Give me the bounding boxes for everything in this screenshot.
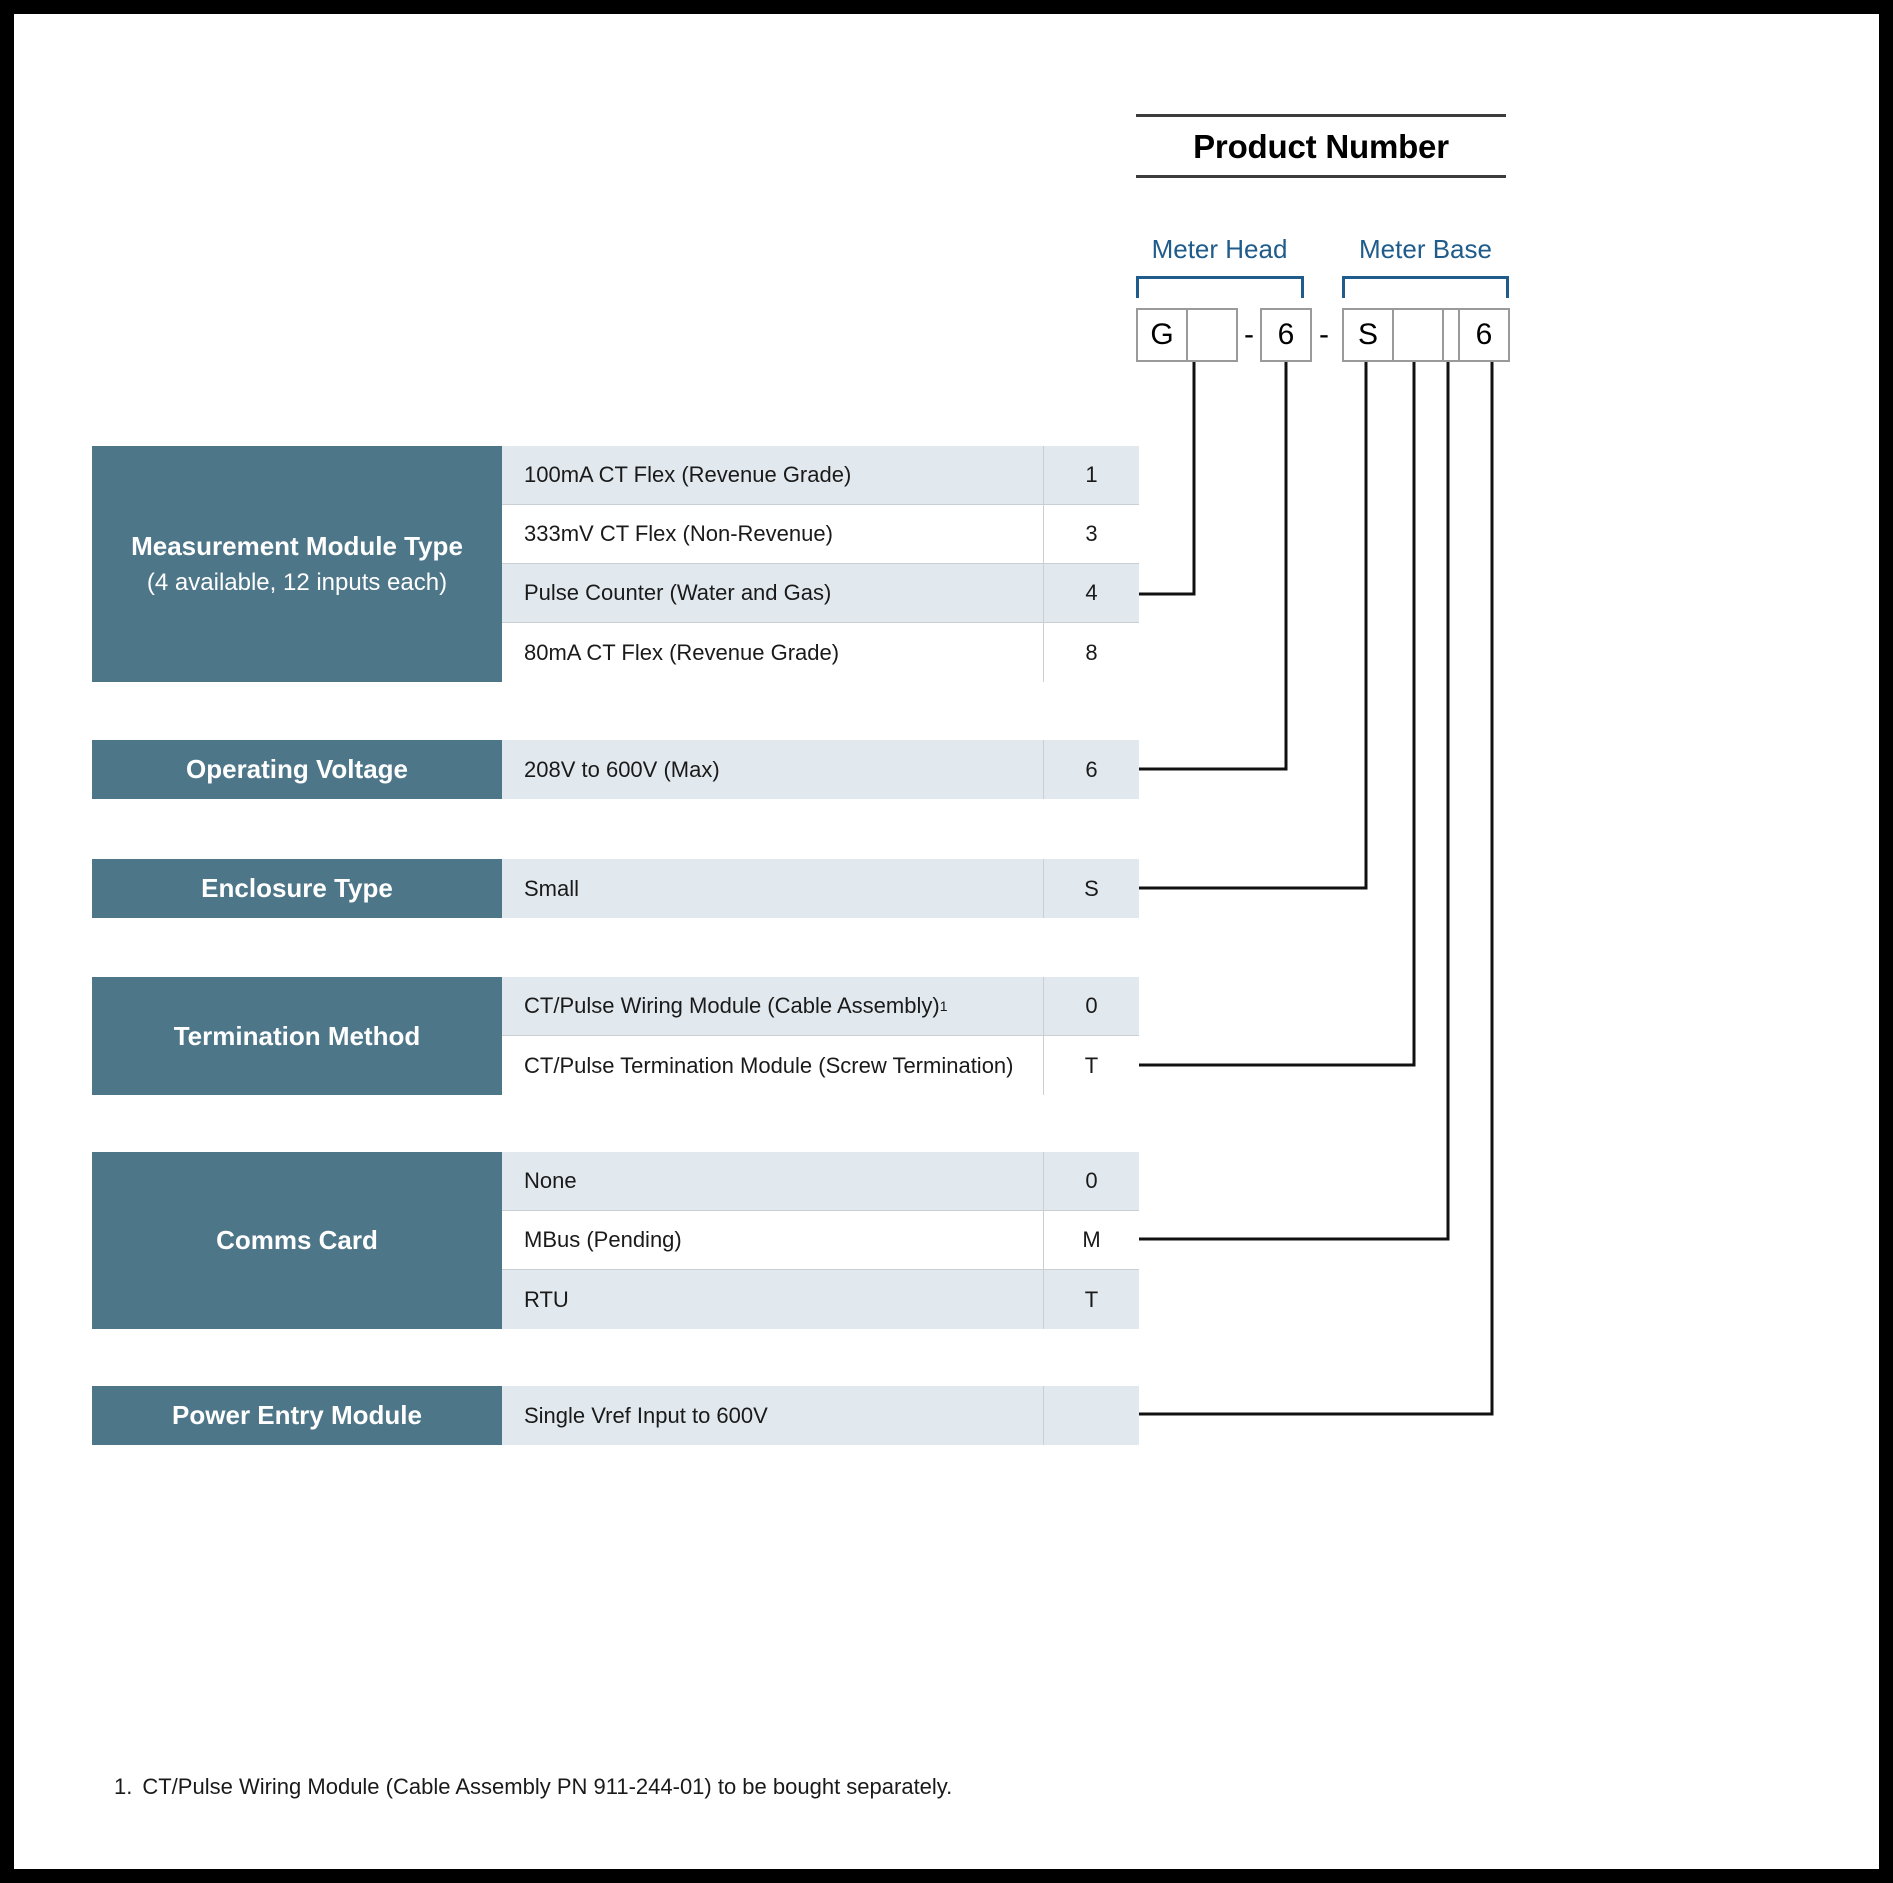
option-description-text: CT/Pulse Wiring Module (Cable Assembly) [524, 993, 940, 1018]
table-row[interactable]: 100mA CT Flex (Revenue Grade) 1 [502, 446, 1139, 505]
pn-box-head-3[interactable]: 6 [1260, 308, 1312, 362]
option-description: Single Vref Input to 600V [502, 1386, 1044, 1445]
option-code: S [1084, 875, 1099, 901]
section-label-block: Operating Voltage [92, 740, 502, 799]
section-label-block: Comms Card [92, 1152, 502, 1329]
connector-lines [1061, 362, 1494, 1416]
section-sublabel-text: (4 available, 12 inputs each) [146, 568, 448, 596]
footnote-marker: 1 [939, 998, 948, 1014]
group-label-meter-base: Meter Base [1359, 234, 1492, 264]
table-row[interactable]: MBus (Pending) M [502, 1211, 1139, 1270]
section-label-block: Enclosure Type [92, 859, 502, 918]
pn-box-base-2[interactable] [1392, 308, 1444, 362]
option-description: CT/Pulse Termination Module (Screw Termi… [502, 1036, 1044, 1095]
option-description: Pulse Counter (Water and Gas) [502, 564, 1044, 622]
option-code: 0 [1085, 1168, 1098, 1193]
table-row[interactable]: CT/Pulse Wiring Module (Cable Assembly)1… [502, 977, 1139, 1036]
option-code: 3 [1085, 521, 1098, 546]
table-row[interactable]: RTU T [502, 1270, 1139, 1329]
pn-separator-2: - [1319, 318, 1329, 351]
section-label-text: Termination Method [173, 1020, 421, 1051]
section-label-block: Termination Method [92, 977, 502, 1095]
group-label-meter-head: Meter Head [1151, 234, 1288, 264]
product-number-header: Product Number [1136, 114, 1506, 178]
page-title: Product Number [1193, 128, 1449, 165]
pn-box-base-1[interactable]: S [1342, 308, 1394, 362]
table-row[interactable]: 80mA CT Flex (Revenue Grade) 8 [502, 623, 1139, 682]
option-code: T [1084, 1286, 1099, 1312]
option-code: T [1084, 1052, 1099, 1078]
table-row[interactable]: 208V to 600V (Max) 6 [502, 740, 1139, 799]
section-label-block: Power Entry Module [92, 1386, 502, 1445]
bracket-meter-head [1136, 276, 1304, 298]
section-rows: Small S [502, 859, 1139, 918]
table-row[interactable]: Single Vref Input to 600V [502, 1386, 1139, 1445]
option-code: 1 [1085, 462, 1098, 487]
diagram-canvas: Product Number Meter Head Meter Base G -… [14, 14, 1879, 1869]
header-rule-bottom [1136, 175, 1506, 178]
option-description: MBus (Pending) [502, 1211, 1044, 1269]
option-description: CT/Pulse Wiring Module (Cable Assembly)1 [502, 977, 1044, 1035]
section-label-text: Operating Voltage [186, 754, 408, 785]
option-description: RTU [502, 1270, 1044, 1329]
table-row[interactable]: None 0 [502, 1152, 1139, 1211]
table-row[interactable]: 333mV CT Flex (Non-Revenue) 3 [502, 505, 1139, 564]
pn-separator-1: - [1244, 318, 1254, 351]
option-code: 4 [1085, 580, 1098, 605]
footnote-number: 1. [114, 1774, 133, 1799]
option-description: 333mV CT Flex (Non-Revenue) [502, 505, 1044, 563]
section-label-block: Measurement Module Type (4 available, 12… [92, 446, 502, 682]
option-code: M [1082, 1227, 1101, 1252]
pn-box-base-4[interactable]: 6 [1458, 308, 1510, 362]
bracket-meter-base [1342, 276, 1509, 298]
section-label-text: Measurement Module Type [131, 531, 463, 562]
option-description: 100mA CT Flex (Revenue Grade) [502, 446, 1044, 504]
section-rows: Single Vref Input to 600V [502, 1386, 1139, 1445]
option-code [1044, 1386, 1139, 1445]
section-rows: 208V to 600V (Max) 6 [502, 740, 1139, 799]
section-label-text: Comms Card [216, 1225, 378, 1256]
table-row[interactable]: Small S [502, 859, 1139, 918]
footnote-text: CT/Pulse Wiring Module (Cable Assembly P… [142, 1774, 953, 1799]
option-code: 6 [1085, 756, 1098, 782]
section-label-text: Power Entry Module [172, 1400, 422, 1431]
section-rows: CT/Pulse Wiring Module (Cable Assembly)1… [502, 977, 1139, 1095]
section-rows: None 0 MBus (Pending) M RTU T [502, 1152, 1139, 1329]
section-rows: 100mA CT Flex (Revenue Grade) 1 333mV CT… [502, 446, 1139, 682]
option-code: 0 [1085, 993, 1098, 1018]
option-description: None [502, 1152, 1044, 1210]
option-description: 208V to 600V (Max) [502, 740, 1044, 799]
option-code: 8 [1085, 639, 1098, 665]
header-rule-top [1136, 114, 1506, 117]
table-row[interactable]: Pulse Counter (Water and Gas) 4 [502, 564, 1139, 623]
table-row[interactable]: CT/Pulse Termination Module (Screw Termi… [502, 1036, 1139, 1095]
footnote: 1. CT/Pulse Wiring Module (Cable Assembly… [114, 1774, 952, 1800]
option-description: 80mA CT Flex (Revenue Grade) [502, 623, 1044, 682]
option-description: Small [502, 859, 1044, 918]
pn-box-head-1[interactable]: G [1136, 308, 1188, 362]
pn-box-head-2[interactable] [1186, 308, 1238, 362]
section-label-text: Enclosure Type [201, 873, 393, 904]
